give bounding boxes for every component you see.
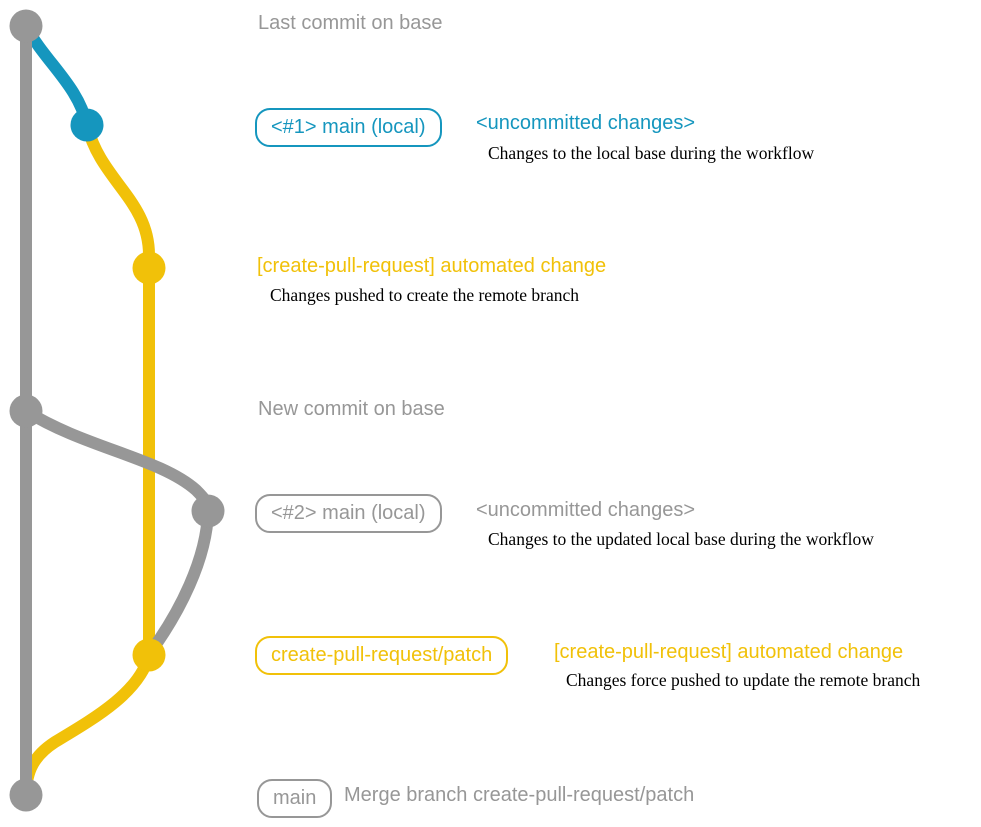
branch-label-main-local-1: <#1> main (local) (255, 108, 442, 147)
commit-dot-last-commit-on-base (9, 9, 43, 43)
branch-label-main-local-2: <#2> main (local) (255, 494, 442, 533)
commit-description-uncommitted-changes-2: Changes to the updated local base during… (488, 529, 874, 549)
branch-label-main-text: main (273, 787, 317, 809)
commit-dot-automated-change-1 (132, 251, 166, 285)
commit-description-uncommitted-changes-1: Changes to the local base during the wor… (488, 143, 815, 163)
updated-local-main-branch-line (20, 405, 214, 517)
commit-message-merge: Merge branch create-pull-request/patch (344, 784, 695, 806)
commit-dot-uncommitted-changes-2 (191, 494, 225, 528)
patch-branch-line-upper (81, 119, 155, 661)
branch-label-main: main (257, 779, 333, 818)
commit-message-automated-change-2: [create-pull-request] automated change (554, 641, 904, 663)
commit-message-uncommitted-changes-2: <uncommitted changes> (476, 499, 696, 521)
commit-dot-uncommitted-changes-1 (70, 108, 104, 142)
commit-message-automated-change-1: [create-pull-request] automated change (257, 255, 607, 277)
commit-dot-merge (9, 778, 43, 812)
branch-label-create-pull-request-patch-text: create-pull-request/patch (271, 644, 493, 666)
commit-description-automated-change-2: Changes force pushed to update the remot… (566, 670, 921, 690)
branch-label-main-local-2-text: <#2> main (local) (271, 502, 426, 524)
branch-label-main-local-1-text: <#1> main (local) (271, 116, 426, 138)
commit-dot-new-commit-on-base (9, 394, 43, 428)
branch-label-create-pull-request-patch: create-pull-request/patch (255, 636, 509, 675)
local-main-branch-line (20, 20, 93, 131)
commit-dot-automated-change-2 (132, 638, 166, 672)
commit-message-new-commit-on-base: New commit on base (258, 398, 445, 420)
patch-branch-merge-line (20, 649, 155, 801)
commit-description-automated-change-1: Changes pushed to create the remote bran… (270, 285, 580, 305)
commit-message-last-commit-on-base: Last commit on base (258, 12, 443, 34)
rebase-to-patch-line (146, 505, 214, 656)
commit-message-uncommitted-changes-1: <uncommitted changes> (476, 112, 696, 134)
